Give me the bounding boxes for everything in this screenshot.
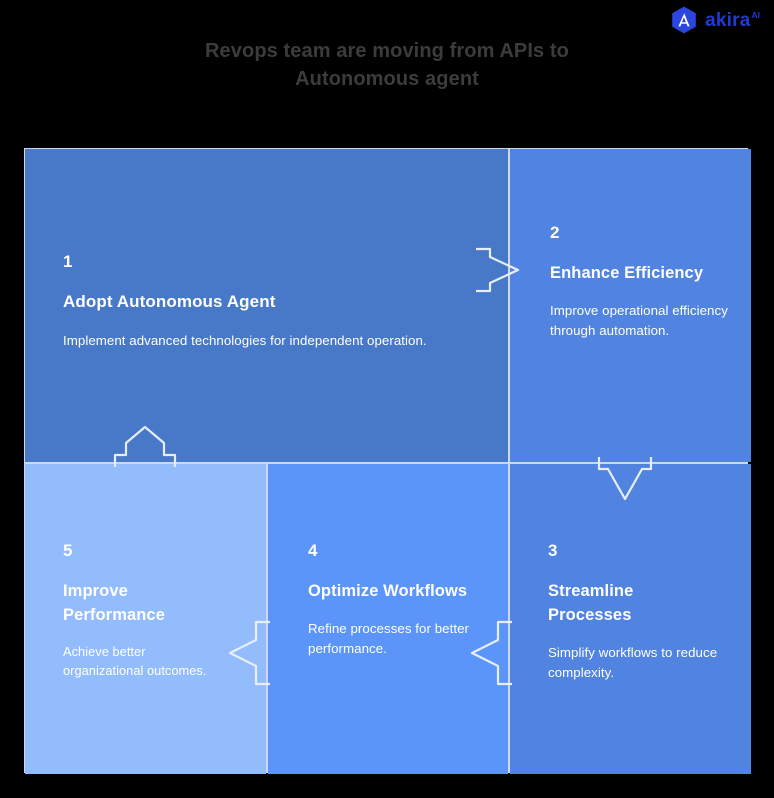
- step-description-3: Simplify workflows to reduce complexity.: [548, 645, 718, 680]
- step-title-1: Adopt Autonomous Agent: [63, 292, 276, 311]
- step-card-1[interactable]: 1 Adopt Autonomous Agent Implement advan…: [25, 149, 508, 462]
- step-description-1: Implement advanced technologies for inde…: [63, 332, 427, 348]
- step-description-4: Refine processes for better performance.: [308, 621, 469, 656]
- page-title: Revops team are moving from APIs to Auto…: [205, 40, 569, 90]
- step-number-2: 2: [550, 223, 560, 242]
- step-card-4[interactable]: 4 Optimize Workflows Refine processes fo…: [268, 464, 508, 774]
- step-title-2: Enhance Efficiency: [550, 264, 704, 282]
- step-number-5: 5: [63, 541, 73, 560]
- step-card-2[interactable]: 2 Enhance Efficiency Improve operational…: [510, 149, 751, 462]
- step-description-5: Achieve better organizational outcomes.: [63, 644, 207, 679]
- brand-name-text: akira: [705, 9, 751, 31]
- step-number-1: 1: [63, 252, 73, 271]
- step-description-2: Improve operational efficiency through a…: [550, 303, 728, 338]
- step-card-5[interactable]: 5 Improve Performance Achieve better org…: [25, 464, 266, 774]
- step-title-5: Improve Performance: [63, 582, 165, 625]
- brand-superscript: AI: [751, 10, 761, 21]
- step-number-4: 4: [308, 541, 318, 560]
- quadrant-diagram: 1 Adopt Autonomous Agent Implement advan…: [24, 148, 751, 774]
- step-title-3: Streamline Processes: [548, 582, 634, 625]
- brand-name: akiraAI: [705, 11, 760, 30]
- akira-hexagon-a-logo-icon: [672, 6, 696, 34]
- step-number-3: 3: [548, 541, 558, 560]
- brand-logo: akiraAI: [671, 6, 760, 34]
- step-title-4: Optimize Workflows: [308, 582, 468, 600]
- step-card-3[interactable]: 3 Streamline Processes Simplify workflow…: [510, 464, 751, 774]
